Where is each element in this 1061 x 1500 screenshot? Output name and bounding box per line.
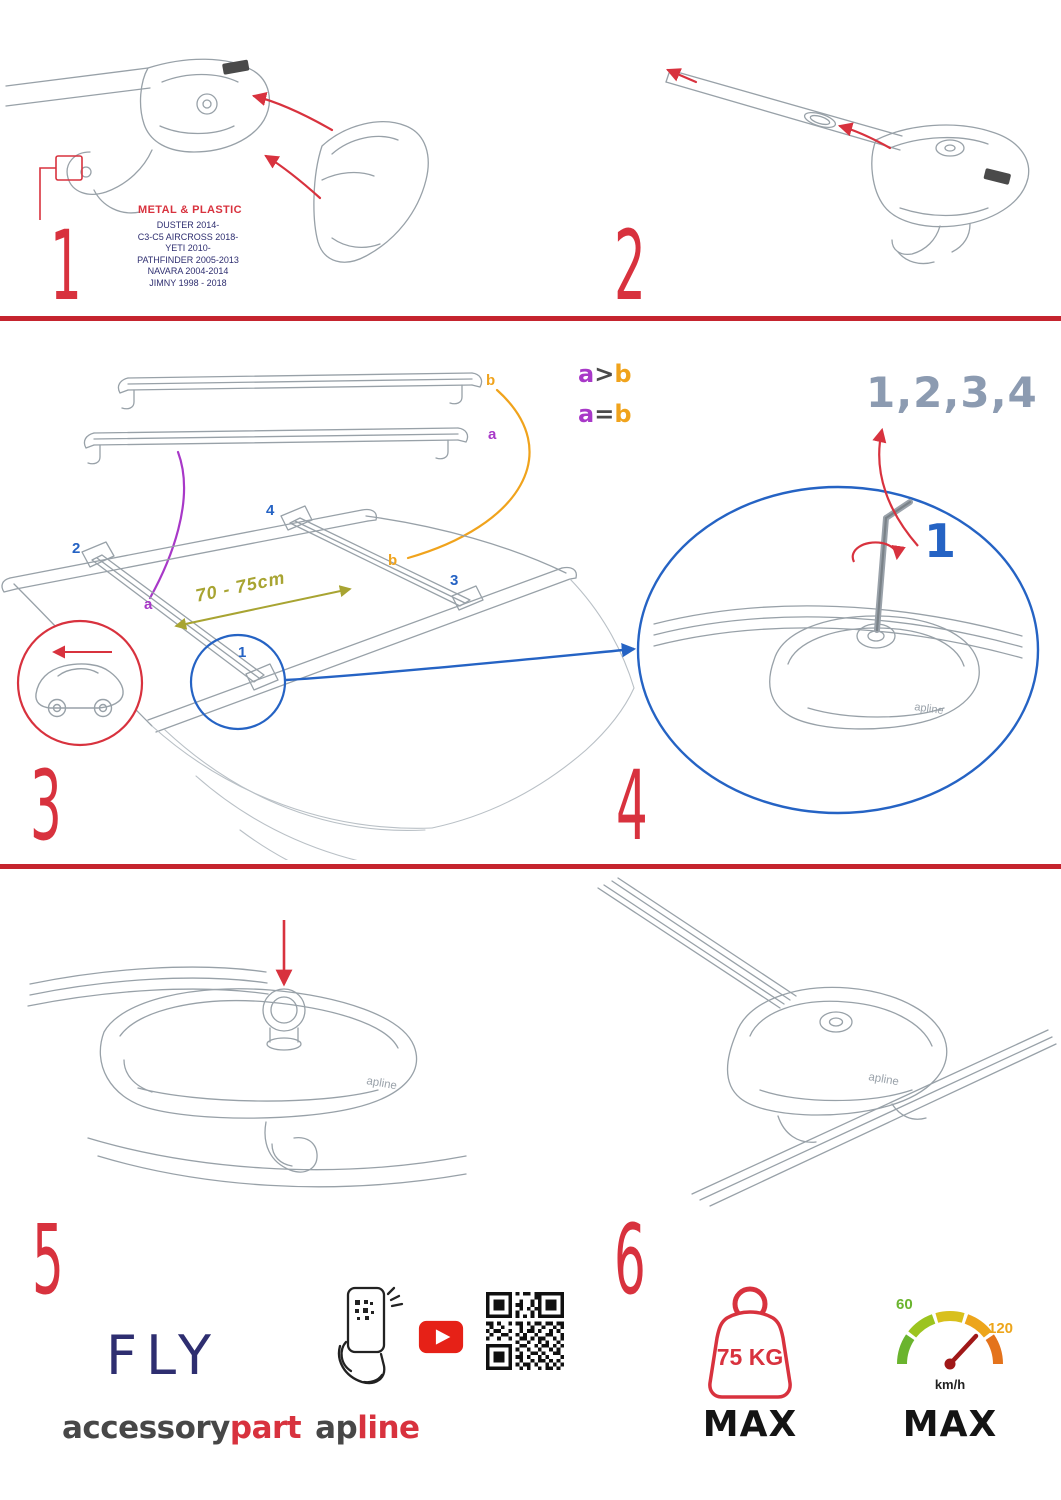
plastic-end-cap	[313, 121, 429, 263]
model-line: YETI 2010-	[165, 243, 211, 254]
step4-drawing: apline	[636, 427, 1040, 815]
step1-drawing	[5, 58, 429, 263]
section-divider-bottom	[0, 864, 1061, 869]
rule-a-greater-b: a>b	[578, 360, 632, 388]
step6-drawing: apline	[597, 877, 1057, 1207]
speed-unit-label: km/h	[934, 1377, 966, 1392]
model-line: C3-C5 AIRCROSS 2018-	[137, 231, 239, 242]
phone-scan-icon	[337, 1286, 404, 1385]
position-3-label: 3	[450, 572, 459, 589]
clamp-closeup	[653, 605, 1023, 730]
qr-code	[486, 1292, 564, 1370]
brand-logo-on-clamp: apline	[914, 701, 945, 717]
zoom-circle	[636, 485, 1040, 815]
loose-crossbar-b	[117, 372, 483, 410]
clamp-highlight-circle	[189, 633, 287, 731]
step5-number: 5	[32, 1204, 64, 1316]
sequence-arrow	[872, 427, 919, 547]
brand-accessory: accessory	[62, 1410, 230, 1446]
position-2-label: 2	[72, 540, 81, 557]
play-triangle	[435, 1329, 451, 1345]
max-weight-icon	[708, 1286, 792, 1399]
rule1-a: a	[578, 360, 595, 388]
first-clamp-callout: 1	[924, 514, 957, 568]
step5-drawing: apline	[27, 920, 467, 1188]
roof-b-label: b	[388, 552, 398, 569]
zoom-arrow	[285, 643, 637, 682]
rule-a-equals-b: a=b	[578, 400, 632, 428]
position-1-label: 1	[238, 644, 247, 661]
step3-drawing	[1, 372, 637, 860]
phone-screen-qr	[355, 1300, 374, 1320]
assembly-arrows	[251, 92, 334, 200]
brand-plate	[983, 168, 1011, 185]
position-4-label: 4	[266, 502, 275, 519]
brand-plate	[222, 59, 250, 75]
rule2-operator: =	[594, 400, 615, 428]
rule2-b: b	[614, 400, 632, 428]
speed-needle	[947, 1333, 979, 1367]
speed-low-label: 60	[896, 1296, 913, 1313]
brand-fly: FLY	[106, 1324, 220, 1387]
step3-number: 3	[30, 750, 62, 862]
rule2-a: a	[578, 400, 595, 428]
max-speed-label: MAX	[902, 1404, 998, 1445]
rotate-arrow	[851, 541, 906, 563]
car-side-view	[35, 663, 124, 718]
material-leader-line	[39, 155, 83, 220]
distance-arrow	[174, 585, 352, 630]
tightening-sequence: 1,2,3,4	[866, 368, 1038, 417]
youtube-icon	[418, 1320, 464, 1354]
speedometer-icon	[897, 1311, 1003, 1370]
vehicle-model-list: DUSTER 2014- C3-C5 AIRCROSS 2018- YETI 2…	[88, 220, 288, 290]
step4-number: 4	[616, 750, 648, 862]
speed-arc	[897, 1311, 1003, 1365]
brand-logo-on-clamp: apline	[365, 1075, 397, 1092]
connector-a	[148, 450, 186, 600]
bar-b-label: b	[486, 372, 496, 389]
brand-ap: ap	[315, 1410, 358, 1446]
speed-high-label: 120	[988, 1320, 1014, 1337]
clamp-on-rail	[597, 877, 1057, 1207]
crossbar-clamp-assembly	[5, 58, 270, 214]
insert-arrows	[666, 68, 892, 150]
brand-line: line	[357, 1410, 420, 1446]
model-line: NAVARA 2004-2014	[147, 266, 229, 277]
loose-crossbar-a	[83, 427, 469, 465]
brand-part: part	[229, 1410, 302, 1446]
brand-logo-on-clamp: apline	[867, 1071, 899, 1088]
weight-body	[708, 1310, 792, 1399]
step1-number: 1	[50, 210, 82, 322]
material-label: METAL & PLASTIC	[138, 204, 242, 216]
model-line: DUSTER 2014-	[156, 220, 220, 230]
section-divider-top	[0, 316, 1061, 321]
max-weight-label: MAX	[702, 1404, 798, 1445]
qr-finder-patterns	[486, 1292, 564, 1370]
rule1-operator: >	[594, 360, 615, 388]
rule1-b: b	[614, 360, 632, 388]
car-roof	[1, 505, 578, 733]
allen-key	[874, 499, 913, 633]
car-direction-inset	[16, 619, 144, 747]
clamp-with-knob	[27, 966, 467, 1188]
model-line: PATHFINDER 2005-2013	[137, 254, 239, 265]
max-weight-value: 75 KG	[716, 1344, 784, 1370]
step6-number: 6	[614, 1204, 646, 1316]
connector-b	[406, 388, 531, 560]
model-line: JIMNY 1998 - 2018	[149, 277, 227, 288]
step2-drawing	[665, 68, 1030, 265]
bar-a-label: a	[488, 426, 497, 443]
step2-number: 2	[614, 210, 646, 322]
needle-hub	[944, 1358, 956, 1370]
roof-a-label: a	[144, 596, 153, 613]
crossbar-with-clamp	[665, 69, 1030, 265]
car-body	[151, 578, 635, 860]
